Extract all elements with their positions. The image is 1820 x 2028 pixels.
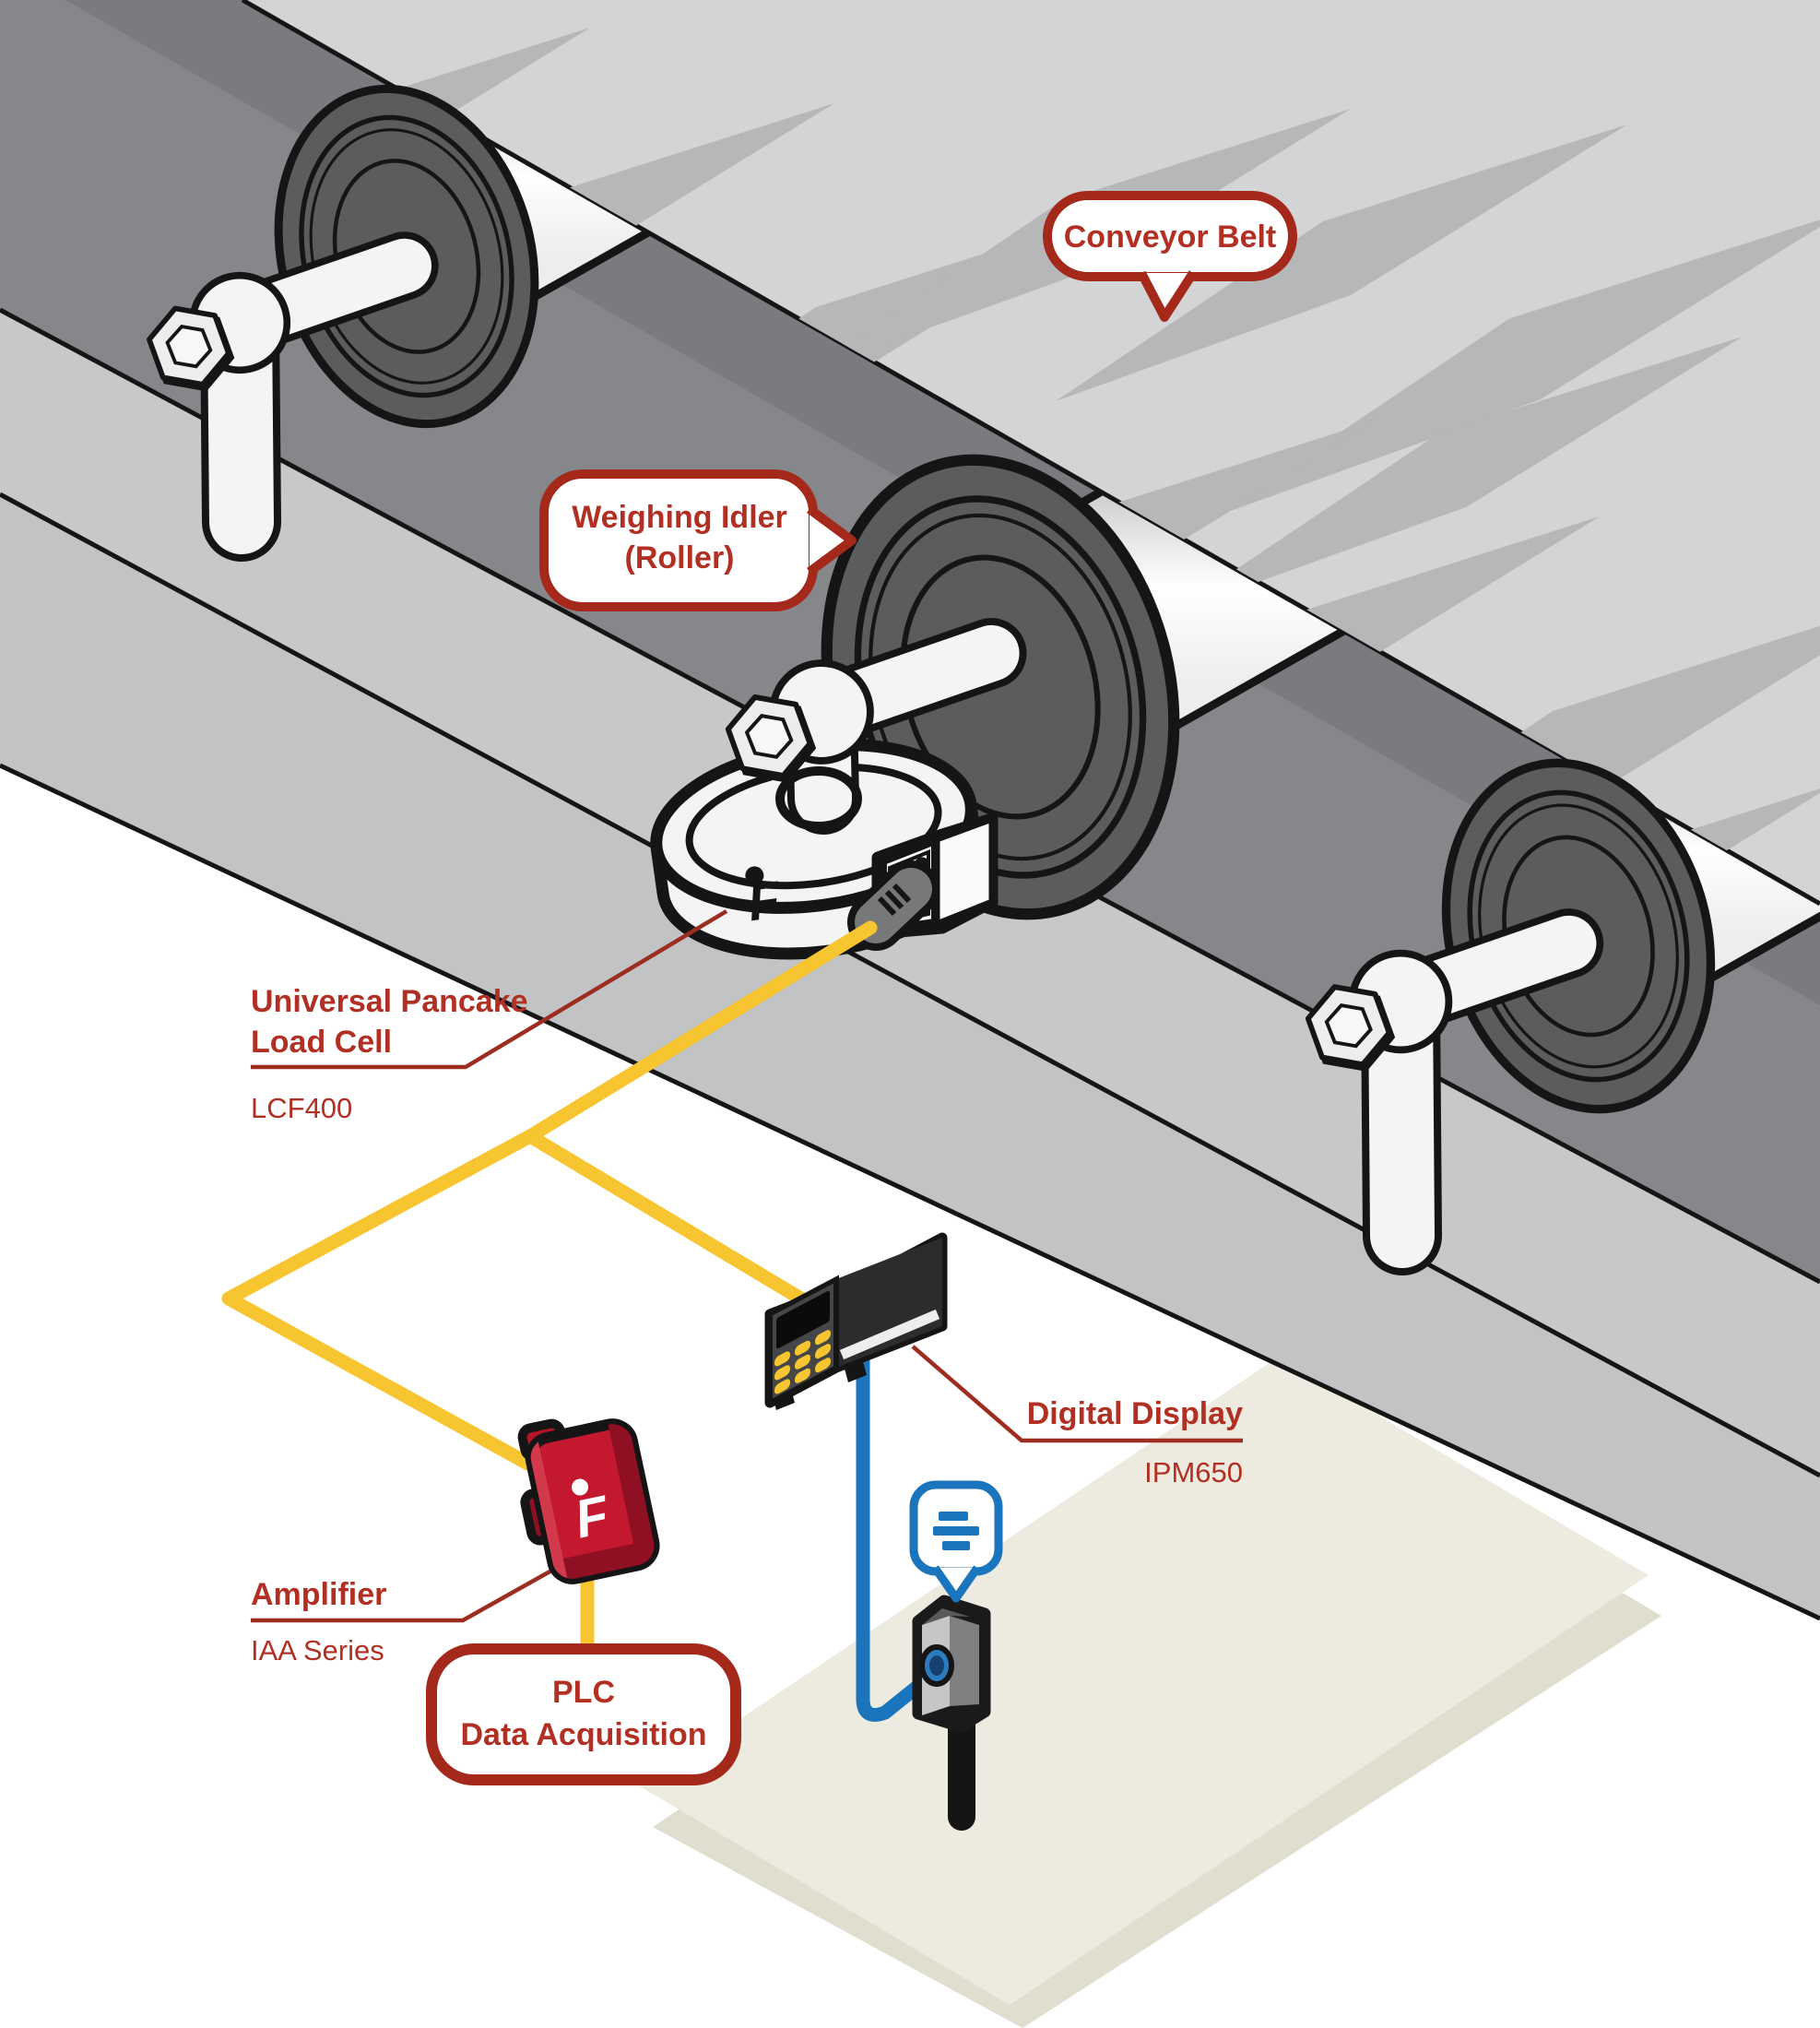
- callout-weighing-idler: Weighing Idler (Roller): [539, 469, 857, 611]
- callout-plc: PLC Data Acquisition: [426, 1643, 741, 1785]
- cable-junction-to-display: [523, 1129, 814, 1310]
- label-digital-display-model: IPM650: [1144, 1456, 1243, 1488]
- label-load-cell-line1: Universal Pancake: [251, 984, 528, 1019]
- label-amplifier-title: Amplifier: [251, 1577, 386, 1612]
- callout-plc-line1: PLC: [552, 1675, 615, 1710]
- label-amplifier: Amplifier IAA Series: [251, 1577, 386, 1666]
- load-cell-leader-line: [251, 909, 728, 1070]
- cable-loadcell-to-amplifier: [221, 920, 878, 1494]
- rail-bottom-edge: [0, 763, 1820, 1621]
- amplifier-leader-line: [251, 1568, 555, 1623]
- callout-conveyor-belt-label: Conveyor Belt: [1064, 219, 1277, 255]
- load-cell-hub: [775, 766, 862, 831]
- callout-weighing-idler-line1: Weighing Idler: [572, 500, 787, 535]
- display-keypad[interactable]: [774, 1328, 831, 1395]
- cable-plug-icon: [847, 860, 940, 951]
- label-amplifier-model: IAA Series: [251, 1634, 384, 1666]
- rail-mid-edge: [0, 492, 1820, 1478]
- conveyor-structure: [0, 0, 1820, 1621]
- label-load-cell-model: LCF400: [251, 1092, 352, 1124]
- rail-front-face: [0, 494, 1820, 1619]
- callout-plc-line2: Data Acquisition: [461, 1717, 707, 1752]
- floor-slab: [640, 1357, 1661, 2028]
- load-cell-connector: [847, 812, 999, 951]
- callout-weighing-idler-line2: (Roller): [625, 540, 735, 575]
- floor-top: [640, 1357, 1649, 2005]
- sensor-device: [912, 1595, 991, 1831]
- display-leader-line: [911, 1345, 1243, 1443]
- amplifier-device: F: [517, 1418, 660, 1584]
- label-load-cell: Universal Pancake Load Cell LCF400: [251, 984, 528, 1124]
- data-bubble-icon: [909, 1480, 1003, 1603]
- label-digital-display-title: Digital Display: [1027, 1396, 1243, 1431]
- label-digital-display: Digital Display IPM650: [1027, 1396, 1243, 1488]
- digital-display-device: [764, 1232, 948, 1410]
- display-screen: [776, 1290, 830, 1349]
- label-load-cell-line2: Load Cell: [251, 1025, 392, 1060]
- callout-conveyor-belt: Conveyor Belt: [1043, 191, 1297, 322]
- cable-display-to-sensor: [856, 1344, 935, 1722]
